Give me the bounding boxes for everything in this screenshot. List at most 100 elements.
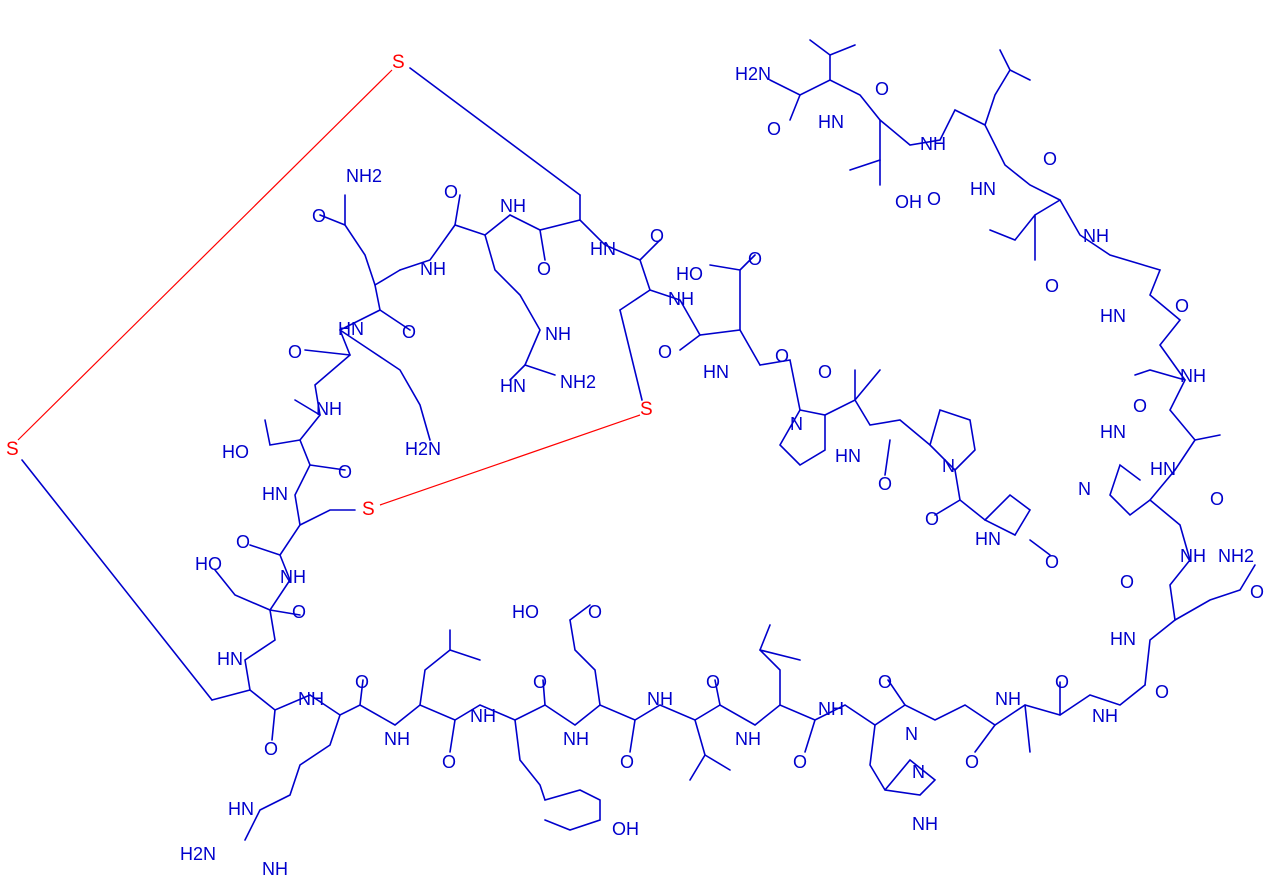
guanidine-nh2: NH2 bbox=[560, 372, 596, 392]
sulfur-atom-mid: S bbox=[640, 399, 653, 420]
oxygen-atom: O bbox=[312, 206, 326, 226]
guanidine-hn: HN bbox=[500, 376, 526, 396]
amide-hn: HN bbox=[262, 484, 288, 504]
oxygen-atom: O bbox=[927, 189, 941, 209]
amide-nh: NH bbox=[500, 196, 526, 216]
oxygen-atom: O bbox=[288, 342, 302, 362]
oxygen-atom: O bbox=[706, 672, 720, 692]
oxygen-atom: O bbox=[965, 752, 979, 772]
oxygen-atom: O bbox=[1175, 296, 1189, 316]
hydroxyl-oh: OH bbox=[895, 192, 922, 212]
oxygen-atom: O bbox=[264, 739, 278, 759]
oxygen-atom: O bbox=[875, 79, 889, 99]
amide-hn: HN bbox=[970, 179, 996, 199]
amide-nh: NH bbox=[1083, 226, 1109, 246]
oxygen-atom: O bbox=[1043, 149, 1057, 169]
guanidine-hn: HN bbox=[228, 799, 254, 819]
top-middle-chain bbox=[399, 194, 761, 381]
oxygen-atom: O bbox=[767, 119, 781, 139]
amine-terminal: H2N bbox=[735, 64, 771, 84]
amide-nh: NH bbox=[298, 689, 324, 709]
s-link-left bbox=[21, 459, 213, 701]
amide-hn: HN bbox=[1150, 459, 1176, 479]
oxygen-atom: O bbox=[925, 509, 939, 529]
amide-hn: HN bbox=[818, 112, 844, 132]
amide-hn: HN bbox=[1110, 629, 1136, 649]
oxygen-atom: O bbox=[650, 226, 664, 246]
amide-nh: NH bbox=[384, 729, 410, 749]
oxygen-atom: O bbox=[1120, 572, 1134, 592]
oxygen-atom: O bbox=[775, 346, 789, 366]
amide-hn: HN bbox=[835, 446, 861, 466]
proline-region bbox=[759, 359, 1051, 556]
oxygen-atom: O bbox=[442, 752, 456, 772]
sulfur-linkers bbox=[21, 67, 643, 701]
disulfide-bridges bbox=[17, 69, 641, 506]
s-link-top bbox=[409, 67, 581, 196]
s-link-mid bbox=[619, 309, 643, 401]
amide-nh: NH bbox=[647, 689, 673, 709]
amide-nh: NH bbox=[818, 699, 844, 719]
guanidine-nh: NH bbox=[545, 324, 571, 344]
amide-hn: HN bbox=[338, 319, 364, 339]
oxygen-atom: O bbox=[588, 602, 602, 622]
oxygen-atom: O bbox=[620, 752, 634, 772]
oxygen-atom: O bbox=[533, 672, 547, 692]
proline-n: N bbox=[790, 414, 803, 434]
oxygen-atom: O bbox=[1055, 672, 1069, 692]
amide-hn: HN bbox=[703, 362, 729, 382]
oxygen-atom: O bbox=[878, 474, 892, 494]
amide-hn: HN bbox=[217, 649, 243, 669]
amide-nh: NH bbox=[420, 259, 446, 279]
amide-nh2: NH2 bbox=[1218, 546, 1254, 566]
oxygen-atom: O bbox=[402, 322, 416, 342]
bottom-backbone bbox=[211, 604, 1146, 841]
disulfide-line-1 bbox=[17, 69, 393, 441]
amide-nh: NH bbox=[280, 567, 306, 587]
oxygen-atom: O bbox=[444, 182, 458, 202]
phenol-oh: OH bbox=[612, 819, 639, 839]
amide-nh: NH bbox=[920, 134, 946, 154]
oxygen-atom: O bbox=[748, 249, 762, 269]
amide-hn: HN bbox=[590, 239, 616, 259]
amide-nh: NH bbox=[1180, 546, 1206, 566]
amide-nh: NH bbox=[995, 689, 1021, 709]
oxygen-atom: O bbox=[1045, 276, 1059, 296]
oxygen-atom: O bbox=[1045, 552, 1059, 572]
oxygen-atom: O bbox=[1210, 489, 1224, 509]
sulfur-atom-top: S bbox=[392, 52, 405, 73]
amide-nh: NH bbox=[668, 289, 694, 309]
amide-hn: HN bbox=[1100, 306, 1126, 326]
sulfur-atom-low: S bbox=[362, 499, 375, 520]
oxygen-atom: O bbox=[658, 342, 672, 362]
amide-nh: NH bbox=[563, 729, 589, 749]
amide-nh: NH bbox=[735, 729, 761, 749]
imidazole-n: N bbox=[1078, 479, 1091, 499]
oxygen-atom: O bbox=[355, 672, 369, 692]
threonine-ho: HO bbox=[222, 442, 249, 462]
lysine-h2n: H2N bbox=[405, 439, 441, 459]
proline-n: N bbox=[942, 456, 955, 476]
sulfur-atom-left: S bbox=[6, 439, 19, 460]
amide-nh: NH bbox=[470, 706, 496, 726]
imidazole-hn: HN bbox=[1100, 422, 1126, 442]
atom-labels: S S S S H2N O HN O NH OH O HN O NH O HN … bbox=[6, 52, 1264, 879]
carboxyl-ho: HO bbox=[512, 602, 539, 622]
left-chain bbox=[214, 194, 431, 691]
serine-ho: HO bbox=[195, 554, 222, 574]
imidazole-nh: NH bbox=[912, 814, 938, 834]
disulfide-line-2 bbox=[379, 414, 641, 506]
oxygen-atom: O bbox=[537, 259, 551, 279]
oxygen-atom: O bbox=[292, 602, 306, 622]
oxygen-atom: O bbox=[1155, 682, 1169, 702]
glutamine-nh2: NH2 bbox=[346, 166, 382, 186]
oxygen-atom: O bbox=[236, 532, 250, 552]
oxygen-atom: O bbox=[1133, 396, 1147, 416]
lactam-hn: HN bbox=[975, 529, 1001, 549]
imidazole-n: N bbox=[912, 762, 925, 782]
oxygen-atom: O bbox=[818, 362, 832, 382]
oxygen-atom: O bbox=[793, 752, 807, 772]
amide-n: N bbox=[905, 724, 918, 744]
guanidine-h2n: H2N bbox=[180, 844, 216, 864]
oxygen-atom: O bbox=[338, 462, 352, 482]
